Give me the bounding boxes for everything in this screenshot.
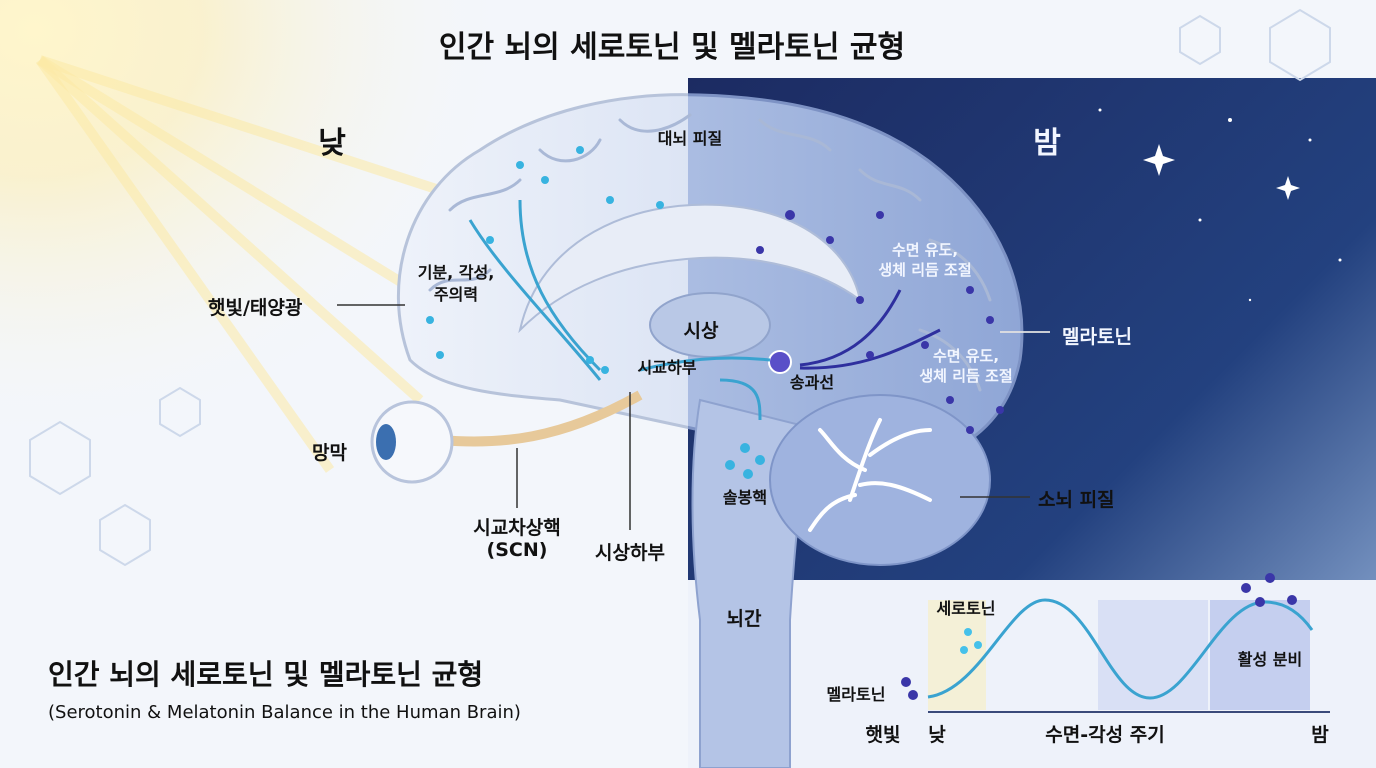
night-label: 밤 <box>1033 126 1061 161</box>
serotonin-flow-arrows <box>468 199 771 421</box>
mood-label-line2: 주의력 <box>433 285 479 304</box>
chart-x-sunlight: 햇빛 <box>865 724 901 746</box>
page-title: 인간 뇌의 세로토닌 및 멜라토닌 균형 <box>438 30 906 65</box>
chart-melatonin-dots <box>901 573 1297 700</box>
hypothalamus-top-label: 시교하부 <box>637 358 697 377</box>
cerebellum-tree <box>808 418 932 532</box>
scn-label-line2: (SCN) <box>486 539 548 561</box>
footer-subtitle: (Serotonin & Melatonin Balance in the Hu… <box>48 702 521 723</box>
secretion-band <box>1210 600 1310 710</box>
pineal-gland <box>768 350 792 374</box>
day-band <box>928 600 986 710</box>
footer-title: 인간 뇌의 세로토닌 및 멜라토닌 균형 <box>48 658 484 691</box>
melatonin-label: 멜라토닌 <box>1062 326 1132 348</box>
pineal-label: 송과선 <box>789 373 835 392</box>
optic-nerve <box>439 390 643 447</box>
chart-x-day: 낮 <box>928 724 946 746</box>
thalamus-label: 시상 <box>683 320 719 342</box>
hexagon-decoration <box>29 8 1331 567</box>
chart-melatonin-label: 멜라토닌 <box>826 685 886 704</box>
cortex-label: 대뇌 피질 <box>657 129 723 148</box>
brainstem-label: 뇌간 <box>726 608 762 630</box>
melatonin-dots <box>756 210 1004 434</box>
sunlight-label: 햇빛/태양광 <box>208 297 303 319</box>
chart-serotonin-label: 세로토닌 <box>936 599 996 618</box>
mood-label-line1: 기분, 각성, <box>417 263 495 282</box>
cerebellum-label: 소뇌 피질 <box>1038 489 1115 511</box>
sun-rays <box>35 55 472 473</box>
pupil <box>376 424 396 460</box>
chart-x-night: 밤 <box>1311 724 1329 746</box>
hypothalamus-label: 시상하부 <box>595 542 665 564</box>
eye-icon <box>370 400 454 484</box>
melatonin-flow-arrows <box>799 289 941 370</box>
stars <box>1098 108 1342 302</box>
sleep-upper-line1: 수면 유도, <box>891 241 959 259</box>
thalamus-shape <box>649 292 771 358</box>
day-label: 낮 <box>318 126 346 161</box>
raphe-label: 솔봉핵 <box>722 488 768 507</box>
chart-serotonin-dots <box>960 628 982 654</box>
sleep-lower-line2: 생체 리듬 조절 <box>919 367 1013 385</box>
cortex-folds <box>428 113 992 392</box>
chart-x-cycle: 수면-각성 주기 <box>1045 724 1165 746</box>
chart-secretion-label: 활성 분비 <box>1237 650 1303 669</box>
cycle-curve <box>927 598 1314 700</box>
night-band <box>1098 600 1208 710</box>
cerebrum-day <box>397 93 688 429</box>
retina-label: 망막 <box>312 442 347 464</box>
scn-label-line1: 시교차상핵 <box>473 517 561 539</box>
leader-lines <box>337 304 1050 530</box>
sleep-upper-line2: 생체 리듬 조절 <box>878 261 972 279</box>
serotonin-dots <box>426 146 765 479</box>
sleep-lower-line1: 수면 유도, <box>932 347 1000 365</box>
